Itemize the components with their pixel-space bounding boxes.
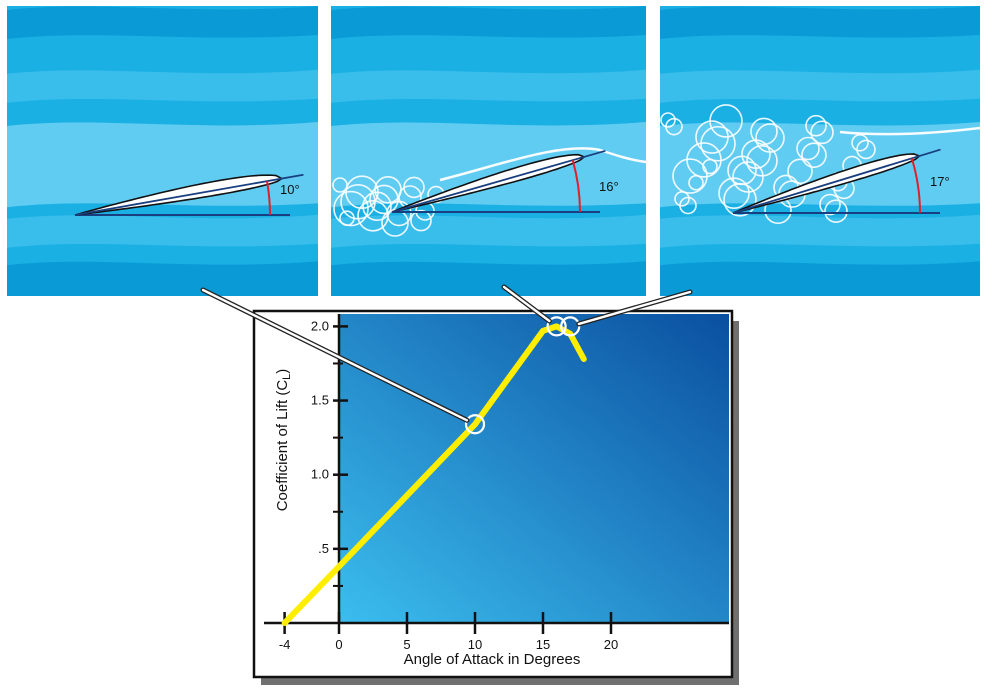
leader-line: [201, 288, 469, 422]
leader-line: [502, 285, 551, 323]
turbulence-swirl: [369, 184, 399, 215]
turbulence-swirl: [674, 191, 690, 207]
turbulence-swirl: [718, 177, 750, 209]
x-tick-label: 10: [468, 637, 482, 652]
airflow-band: [331, 6, 646, 39]
turbulence-swirl: [702, 158, 718, 175]
airflow-band: [331, 214, 646, 248]
turbulence-swirl: [679, 196, 697, 215]
y-tick-label: 1.5: [311, 393, 329, 408]
turbulence-swirl: [345, 175, 379, 209]
airfoil: [391, 149, 606, 213]
airflow-band: [331, 261, 646, 296]
turbulence-swirl: [851, 134, 869, 152]
turbulence-swirl: [340, 184, 376, 220]
turbulence-swirl: [700, 125, 736, 162]
airfoil: [74, 173, 304, 216]
airflow-band: [660, 261, 980, 296]
streamline: [439, 147, 646, 182]
curve-markers: [464, 316, 581, 435]
airflow-panel-17-degrees: [660, 6, 980, 296]
airflow-band: [660, 214, 980, 248]
angle-of-attack-arc: [910, 158, 921, 214]
x-tick-label: 15: [536, 637, 550, 652]
airflow-panel-10-degrees: [7, 6, 318, 296]
turbulence-swirl: [810, 120, 834, 145]
turbulence-swirl: [755, 123, 785, 153]
panel-angle-label: 16°: [599, 179, 619, 194]
chord-line: [732, 148, 941, 214]
x-axis-label: Angle of Attack in Degrees: [404, 651, 581, 668]
x-tick-label: -4: [279, 637, 291, 652]
chord-line: [391, 149, 606, 213]
turbulence-swirl: [688, 174, 704, 191]
turbulence-swirl: [732, 161, 764, 193]
x-tick-label: 20: [604, 637, 618, 652]
streamline: [839, 126, 980, 136]
turbulence-swirl: [362, 191, 392, 221]
airflow-band: [7, 69, 318, 103]
airflow-band: [660, 6, 980, 39]
airflow-band: [7, 214, 318, 248]
y-tick-label: .5: [318, 541, 329, 556]
y-tick-label: 2.0: [311, 318, 329, 333]
turbulence-swirl: [824, 199, 848, 223]
turbulence-swirl: [410, 209, 432, 232]
panel-angle-label: 17°: [930, 174, 950, 189]
turbulence-swirl: [357, 200, 389, 232]
airflow-band: [331, 69, 646, 103]
curve-marker: [546, 316, 567, 337]
y-axis-label: Coefficient of Lift (CL): [274, 369, 293, 512]
leader-line: [577, 290, 692, 326]
turbulence-swirl: [801, 142, 827, 168]
turbulence-swirl: [856, 139, 876, 160]
turbulence-swirl: [796, 136, 820, 161]
chord-line: [74, 173, 304, 216]
airfoil: [732, 148, 941, 214]
turbulence-swirl: [750, 117, 778, 146]
turbulence-swirl: [805, 114, 827, 137]
airflow-band: [660, 69, 980, 103]
airflow-band: [7, 261, 318, 296]
airflow-band: [660, 122, 980, 208]
turbulence-swirl: [665, 117, 683, 136]
turbulence-swirl: [333, 190, 369, 227]
airflow-panel-16-degrees: [331, 6, 646, 296]
plot-area: [340, 314, 729, 622]
x-tick-label: 0: [335, 637, 342, 652]
angle-of-attack-arc: [571, 159, 581, 213]
callout-leaders: [200, 284, 693, 423]
turbulence-swirl: [746, 145, 778, 177]
turbulence-swirl: [819, 193, 841, 216]
x-tick-label: 5: [403, 637, 410, 652]
curve-marker: [560, 316, 581, 337]
turbulence-swirl: [660, 112, 676, 128]
lift-chart: .5 1.0 1.5 2.0 -4 0 5 10 15 20 Coefficient of Li…: [252, 309, 739, 685]
turbulence-swirl: [709, 104, 743, 138]
lift-curve-series: [281, 323, 587, 626]
y-ticks: .5 1.0 1.5 2.0: [311, 318, 348, 587]
curve-marker: [464, 414, 486, 435]
airflow-band: [7, 6, 318, 39]
turbulence-swirl: [723, 183, 757, 217]
angle-of-attack-arc: [266, 180, 271, 216]
panel-angle-label: 10°: [280, 182, 300, 197]
y-tick-label: 1.0: [311, 467, 329, 482]
